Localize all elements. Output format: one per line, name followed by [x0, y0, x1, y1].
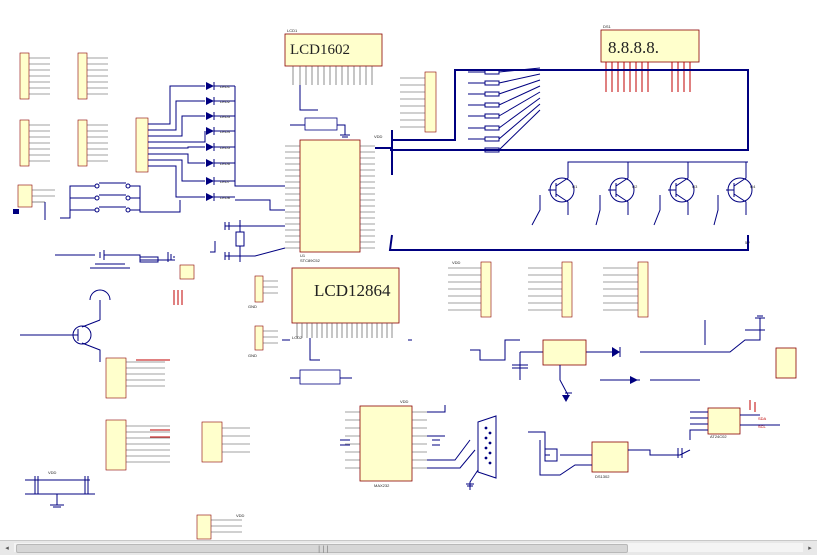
vdd-label-left: VDD	[48, 470, 57, 475]
vdd-label-j12: VDD	[236, 513, 245, 518]
header-j8	[254, 325, 278, 351]
transistor-q4-label: Q4	[750, 184, 756, 189]
lcd1602-ref: LCD1	[287, 28, 298, 33]
header-block-j1	[19, 52, 50, 100]
lcd12864-title: LCD12864	[314, 281, 391, 300]
vdd-label-mid: VDD	[452, 260, 461, 265]
power-supply	[470, 320, 797, 402]
buzzer-circuit	[20, 289, 111, 362]
at24c02-part: AT24C02	[710, 434, 727, 439]
max232-chip: MAX232	[345, 405, 476, 488]
led-label-5: LED5	[220, 145, 231, 150]
driver-transistor-q4	[713, 162, 753, 226]
driver-transistor-q1	[531, 161, 748, 226]
db9-connector	[469, 415, 497, 490]
seg-display-ref: DS1	[603, 24, 612, 29]
lcd1602-title: LCD1602	[290, 42, 350, 58]
gnd-label-j8: GND	[248, 353, 257, 358]
header-j10	[105, 419, 170, 471]
pin-header-p3	[603, 261, 649, 318]
led-label-4: LED4	[220, 129, 231, 134]
mcu-ref: U1	[300, 253, 306, 258]
led-label-2: LED2	[220, 99, 231, 104]
led-label-3: LED3	[220, 114, 231, 119]
led-6	[206, 159, 215, 167]
i2c-sda-label: SDA	[758, 416, 767, 421]
led-7	[206, 177, 215, 185]
scrollbar-track[interactable]: |||	[14, 543, 803, 553]
seg-display-value: 8.8.8.8.	[608, 38, 659, 57]
gnd-label-j7: GND	[248, 304, 257, 309]
decoupling-capacitors	[25, 476, 95, 508]
vdd-label-top: VDD	[374, 134, 383, 139]
led-array	[135, 82, 235, 201]
pin-header-p0	[400, 71, 437, 133]
led-1	[206, 82, 215, 90]
pin-header-p1	[448, 261, 492, 318]
horizontal-scrollbar[interactable]: ◂ ||| ▸	[0, 540, 817, 555]
schematic-canvas: LCD1602 LCD1 U1 STC89C52 LCD12864 LCD2	[13, 24, 797, 540]
driver-transistor-q2	[595, 162, 635, 226]
transistor-q3-label: Q3	[692, 184, 698, 189]
scroll-right-arrow-icon[interactable]: ▸	[808, 544, 812, 552]
header-j11	[201, 421, 250, 463]
driver-transistor-q3	[653, 162, 695, 226]
seven-segment-display: 8.8.8.8. DS1	[600, 24, 700, 92]
lcd1602-module: LCD1602 LCD1	[284, 28, 383, 132]
header-j7	[254, 275, 278, 303]
ds1302-chip: DS1302	[528, 431, 691, 479]
label-5v: 5V	[745, 240, 750, 245]
lcd12864-ref: LCD2	[292, 335, 303, 340]
header-j9	[105, 357, 170, 399]
header-j12	[196, 514, 242, 540]
mcu-part: STC89C52	[300, 258, 321, 263]
ds1302-part: DS1302	[595, 474, 610, 479]
header-block-j3	[19, 119, 50, 167]
small-header-j5	[13, 184, 55, 220]
lcd12864-module: LCD12864 LCD2	[282, 267, 412, 385]
header-j6	[173, 264, 195, 305]
led-label-1: LED1	[220, 84, 231, 89]
led-label-7: LED7	[220, 179, 231, 184]
at24c02-chip: AT24C02 SDA SCL	[689, 400, 780, 440]
led-4	[206, 127, 215, 135]
transistor-q1-label: Q1	[572, 184, 578, 189]
led-5	[206, 143, 215, 151]
max232-part: MAX232	[374, 483, 390, 488]
led-2	[206, 97, 215, 105]
mcu-chip: U1 STC89C52	[234, 86, 375, 263]
bus-wire-p0	[375, 69, 520, 175]
transistor-q2-label: Q2	[632, 184, 638, 189]
header-block-j2	[77, 52, 108, 100]
scrollbar-grip-icon: |||	[317, 545, 330, 553]
i2c-scl-label: SCL	[758, 424, 767, 429]
led-label-8: LED8	[220, 195, 231, 200]
header-block-j4	[77, 119, 108, 167]
led-8	[206, 193, 215, 201]
resistor-array-segments	[468, 67, 541, 153]
pin-header-p2	[528, 261, 573, 318]
bus-wire-main	[388, 69, 749, 251]
scroll-left-arrow-icon[interactable]: ◂	[5, 544, 9, 552]
crystal-oscillator	[210, 220, 286, 262]
vdd-label-lower: VDD	[400, 399, 409, 404]
scrollbar-thumb[interactable]: |||	[16, 544, 628, 553]
led-3	[206, 112, 215, 120]
ground-symbols	[340, 132, 765, 490]
key-switch-group	[55, 182, 181, 269]
led-label-6: LED6	[220, 161, 231, 166]
